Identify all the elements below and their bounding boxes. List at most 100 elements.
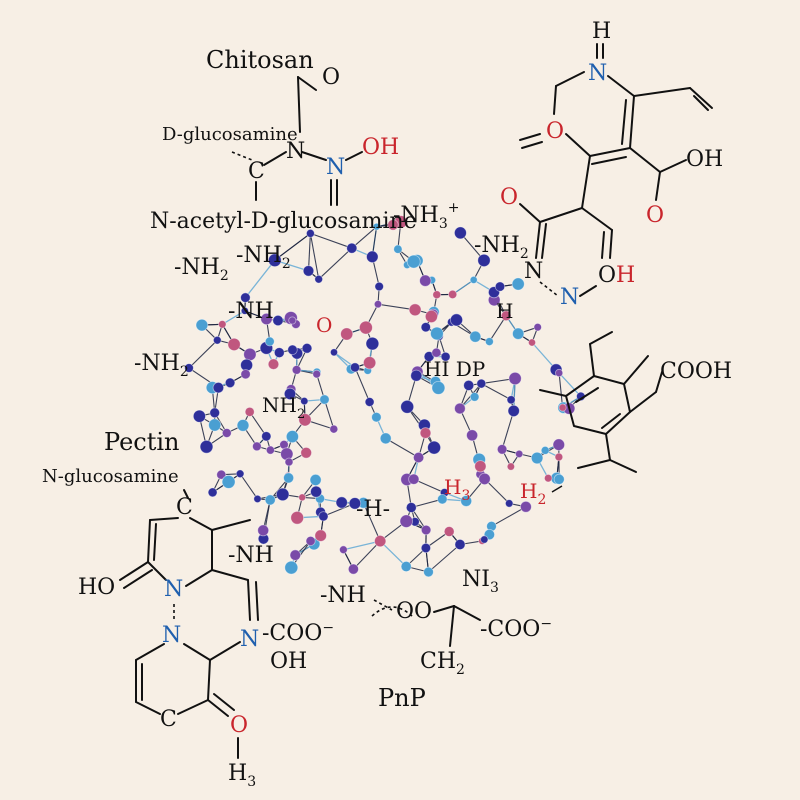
bond bbox=[147, 561, 167, 581]
network-node bbox=[335, 496, 348, 509]
bond bbox=[623, 355, 649, 385]
network-node bbox=[364, 397, 375, 407]
network-node bbox=[484, 337, 494, 347]
hydroxyl-oh: OH bbox=[270, 649, 307, 674]
network-node bbox=[440, 351, 451, 362]
network-node bbox=[199, 439, 214, 454]
bond bbox=[119, 561, 149, 581]
network-node bbox=[208, 418, 222, 432]
nitrogen-atom-blue: N bbox=[326, 155, 345, 180]
network-node bbox=[447, 289, 458, 299]
bond bbox=[209, 641, 241, 661]
network-node bbox=[494, 281, 506, 292]
oxygen-atom-red: O bbox=[316, 313, 332, 337]
benzene-ring bbox=[565, 375, 631, 435]
bond bbox=[629, 95, 635, 149]
network-node bbox=[300, 446, 313, 459]
bond bbox=[551, 485, 563, 493]
bond bbox=[297, 76, 301, 133]
network-node bbox=[243, 347, 257, 361]
network-node bbox=[287, 344, 298, 356]
network-node bbox=[221, 474, 236, 489]
network-node bbox=[288, 316, 297, 325]
amine-nh2: -NH2-NH bbox=[474, 233, 575, 262]
n-acetyl-d-glucosamine-label: N-acetyl-D-glucosamine bbox=[150, 209, 417, 234]
network-node bbox=[346, 242, 358, 254]
bond bbox=[565, 133, 591, 157]
network-node bbox=[500, 310, 512, 322]
bond bbox=[553, 85, 557, 115]
network-edge bbox=[318, 247, 353, 280]
network-edge bbox=[362, 502, 381, 542]
carboxylate-coo-minus: -COO− bbox=[262, 620, 334, 646]
network-node bbox=[410, 369, 423, 382]
bond bbox=[301, 151, 327, 161]
bond bbox=[147, 519, 151, 563]
network-node bbox=[515, 449, 524, 458]
network-node bbox=[240, 306, 249, 315]
network-node bbox=[474, 460, 487, 473]
network-node bbox=[285, 430, 299, 444]
network-edge bbox=[343, 540, 381, 551]
n-glucosamine-label: N-glucosamine bbox=[42, 466, 179, 487]
network-node bbox=[318, 511, 329, 522]
red-h3-label: H3 bbox=[444, 475, 470, 504]
network-node bbox=[419, 427, 432, 439]
network-node bbox=[554, 452, 564, 462]
nanoparticle-network bbox=[184, 215, 586, 578]
network-node bbox=[236, 419, 250, 432]
network-node bbox=[319, 394, 330, 405]
network-node bbox=[289, 549, 302, 561]
pectin-structure: Pectin N-glucosamine C HO N -NH N C O bbox=[42, 428, 334, 790]
network-node bbox=[301, 342, 313, 354]
network-node bbox=[371, 412, 382, 423]
network-edge bbox=[307, 233, 311, 271]
network-node bbox=[511, 277, 525, 291]
network-node bbox=[443, 526, 455, 537]
network-node bbox=[505, 499, 514, 508]
network-node bbox=[244, 406, 255, 417]
network-node bbox=[520, 500, 532, 513]
benzene-cooh-structure: COOH bbox=[539, 331, 732, 473]
network-node bbox=[260, 312, 273, 326]
nitrogen-atom-blue: N bbox=[164, 577, 183, 602]
bond bbox=[629, 391, 657, 413]
network-node bbox=[552, 438, 566, 451]
bond bbox=[185, 569, 213, 587]
methyl-h3: H3 bbox=[228, 761, 256, 790]
network-node bbox=[469, 275, 478, 284]
network-node bbox=[192, 409, 206, 423]
bond bbox=[207, 699, 229, 717]
network-node bbox=[224, 377, 236, 389]
left-group-labels: -NH2 -NH2 -NH -NH2 O NH2 HI DP H bbox=[134, 243, 513, 422]
network-edge bbox=[274, 232, 311, 261]
network-node bbox=[227, 337, 241, 351]
network-node bbox=[240, 369, 251, 380]
carbon-atom: C bbox=[248, 159, 265, 184]
network-node bbox=[372, 222, 381, 231]
bond bbox=[183, 643, 211, 661]
oxygen-atom-red: O bbox=[230, 713, 248, 738]
bond bbox=[149, 517, 179, 521]
imine-nh: -NH bbox=[228, 299, 274, 324]
nitrogen-atom-blue: N bbox=[560, 285, 579, 310]
network-node bbox=[528, 338, 537, 347]
hydrogen-bond-h: -H- bbox=[356, 497, 390, 522]
network-node bbox=[454, 402, 466, 415]
nitrogen-atom-blue: N bbox=[240, 627, 259, 652]
network-node bbox=[329, 348, 338, 357]
hydroxyl-oh: OH bbox=[686, 147, 723, 172]
network-node bbox=[437, 494, 448, 505]
bond bbox=[605, 433, 611, 461]
network-node bbox=[264, 336, 275, 347]
bond bbox=[433, 605, 455, 613]
bond bbox=[345, 151, 363, 161]
top-right-ring-structure: H N O OH O O OH N N -NH2 bbox=[474, 19, 723, 310]
bond bbox=[577, 459, 611, 469]
network-node bbox=[508, 371, 522, 386]
imine-nh: -NH bbox=[320, 583, 366, 608]
network-node bbox=[264, 494, 276, 506]
bond bbox=[539, 207, 583, 223]
network-node bbox=[347, 563, 359, 575]
carboxylate-coo-minus: -COO− bbox=[480, 616, 552, 642]
